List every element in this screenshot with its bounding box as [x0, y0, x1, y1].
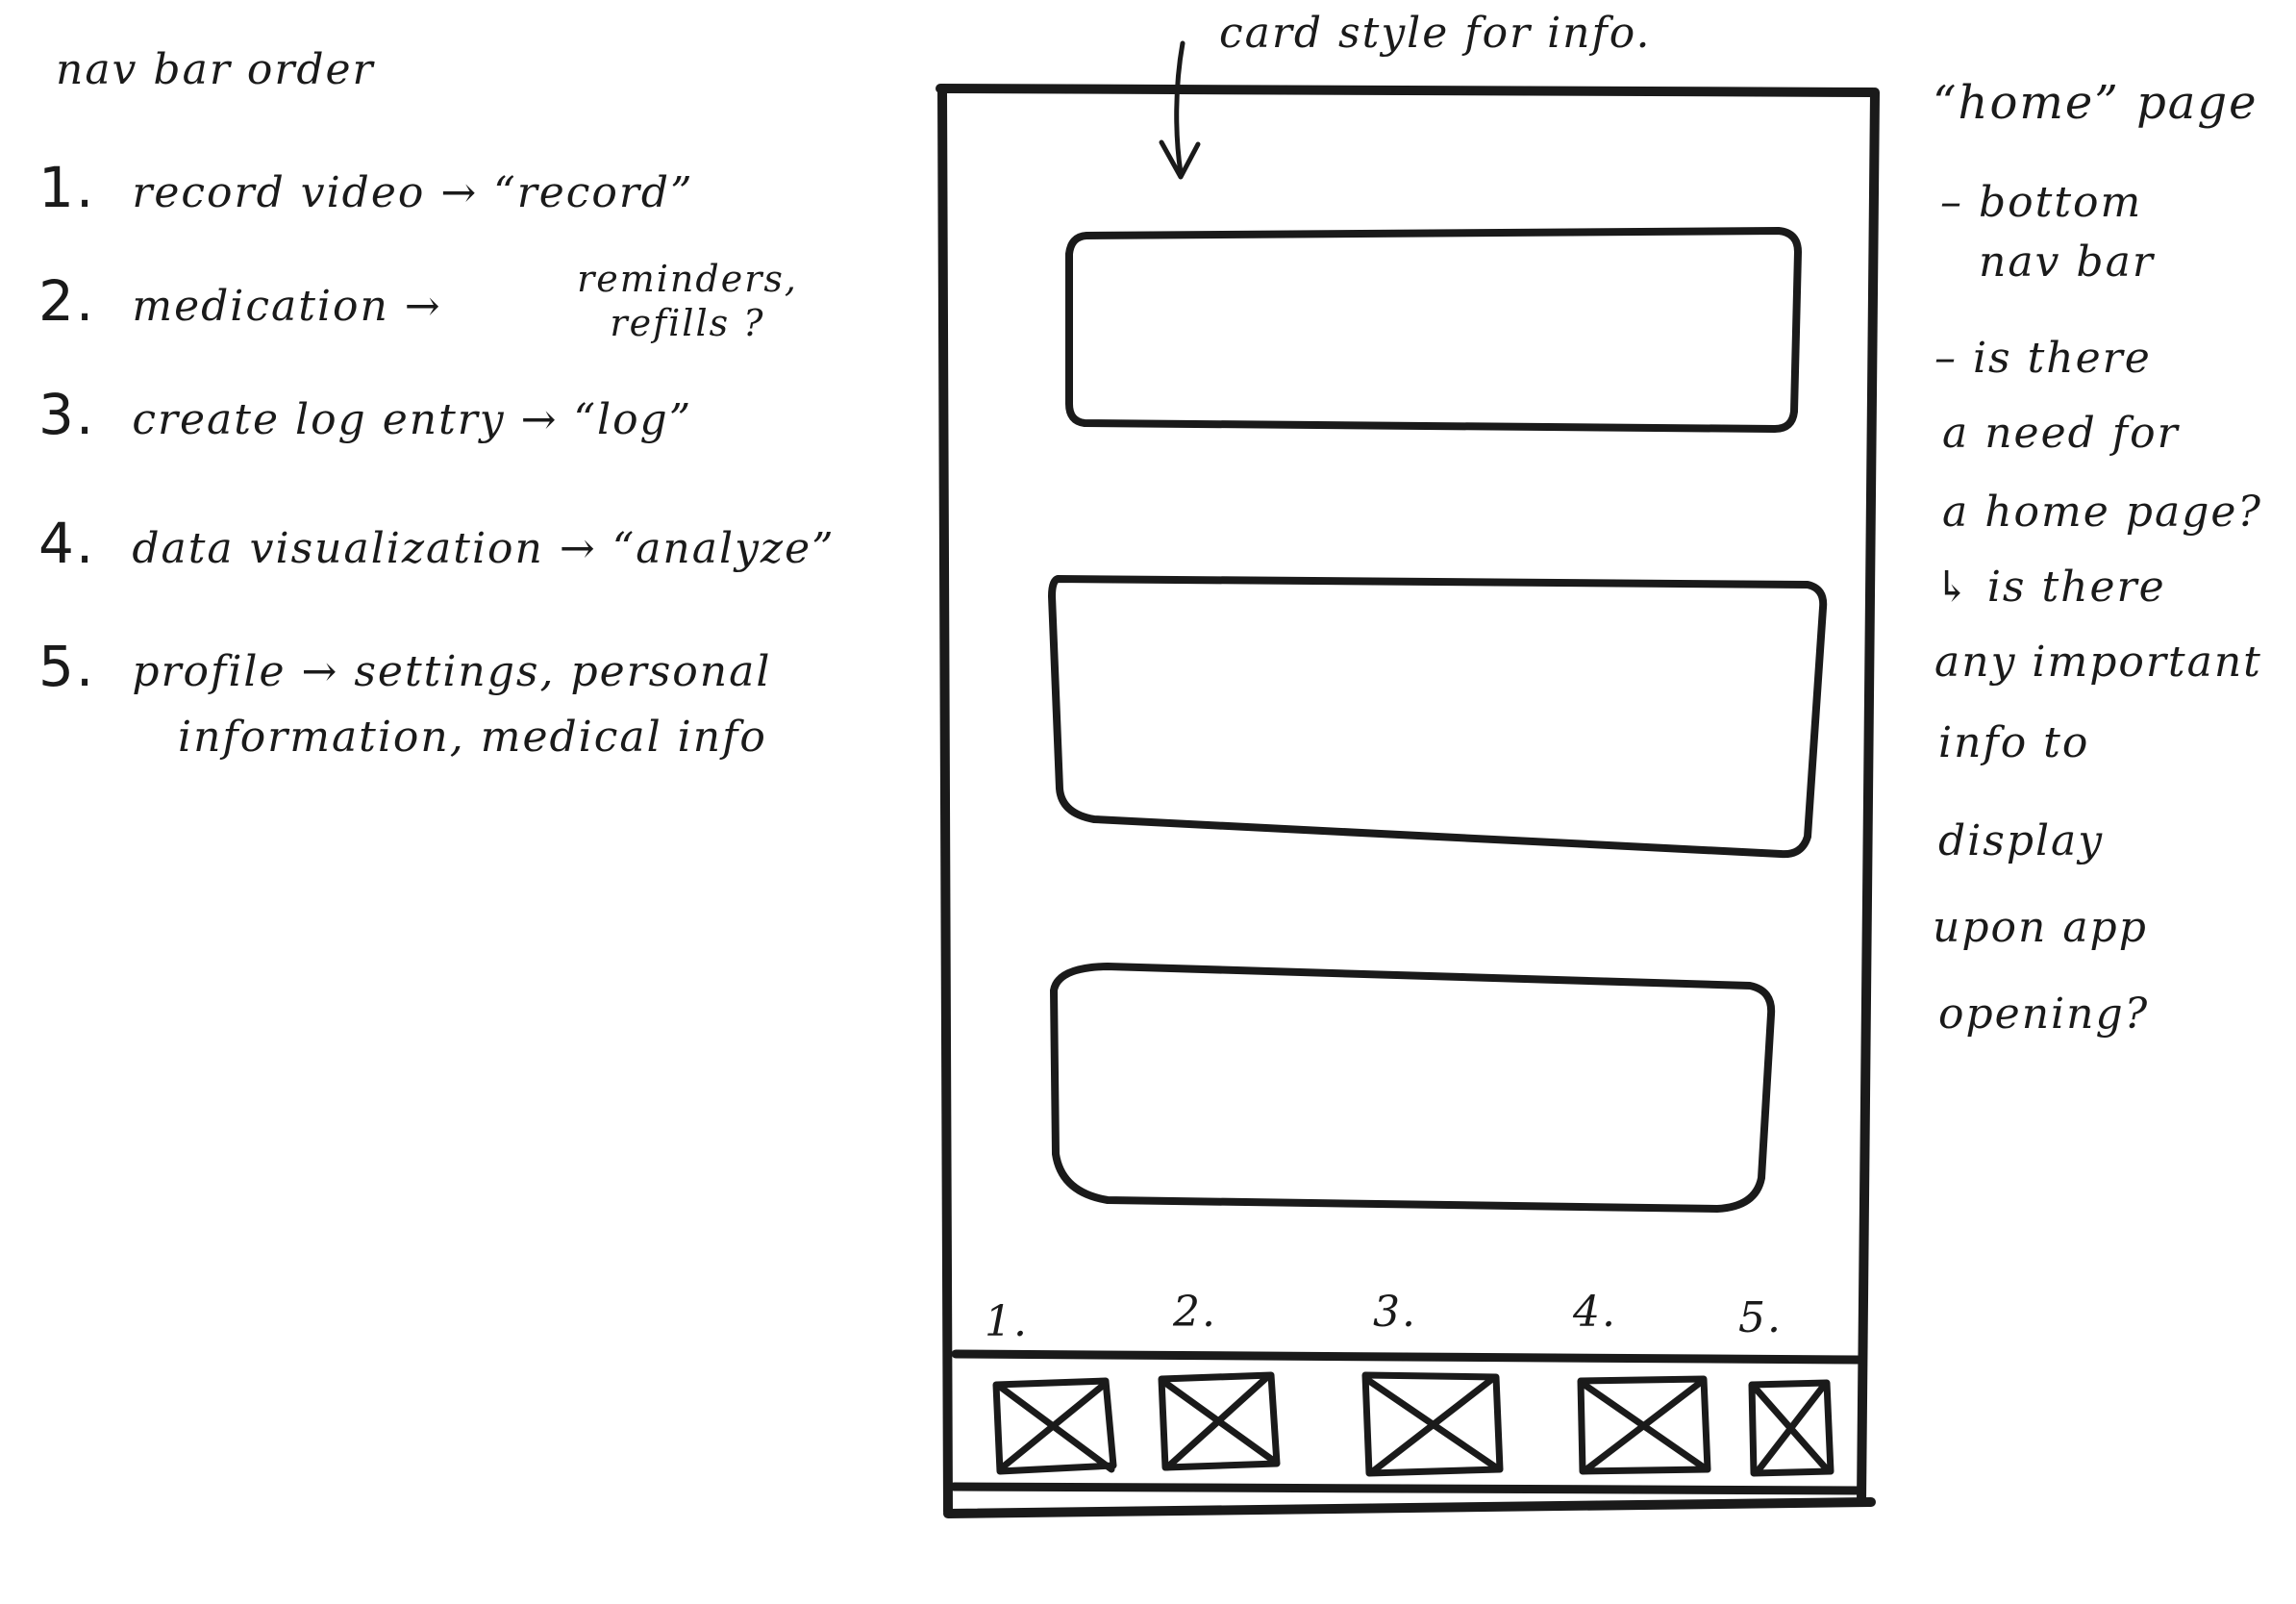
list-number: 5. [38, 634, 96, 699]
list-text: profile → settings, personal [132, 647, 772, 696]
nav-number-4: 4. [1573, 1288, 1617, 1337]
list-item-2: 2. medication → [38, 269, 442, 334]
list-number: 4. [38, 511, 96, 576]
list-text: record video → “record” [132, 168, 694, 217]
nav-bar-order-heading: nav bar order [56, 45, 375, 94]
right-note-line-2: nav bar [1979, 238, 2155, 287]
nav-icon-2-placeholder-x-icon[interactable] [1158, 1371, 1281, 1471]
right-note-line-11: opening? [1938, 990, 2150, 1039]
right-note-line-10: upon app [1933, 903, 2148, 952]
bottom-nav-bar [949, 1349, 1866, 1495]
list-item-5: 5. profile → settings, personal [38, 635, 771, 699]
nav-number-3: 3. [1373, 1288, 1417, 1337]
info-card-2 [1048, 575, 1828, 859]
list-number: 2. [38, 268, 96, 334]
info-card-1 [1065, 227, 1802, 433]
annotation-arrow [1159, 40, 1201, 180]
nav-number-5: 5. [1738, 1293, 1783, 1342]
right-note-line-1: – bottom [1940, 178, 2143, 227]
phone-frame [936, 84, 1880, 1518]
list-item-1: 1. record video → “record” [38, 156, 694, 220]
right-note-line-3: – is there [1934, 334, 2152, 383]
right-note-line-7: any important [1934, 638, 2262, 687]
right-note-line-9: display [1938, 816, 2105, 865]
right-note-line-5: a home page? [1942, 488, 2262, 537]
list-text: medication → [132, 282, 442, 331]
right-note-line-4: a need for [1942, 409, 2180, 458]
nav-icon-5-placeholder-x-icon[interactable] [1748, 1379, 1834, 1477]
list-text: data visualization → “analyze” [132, 524, 836, 573]
list-item-2-aside: reminders, refills ? [577, 258, 798, 344]
list-item-5-line2: information, medical info [178, 713, 767, 762]
right-note-line-8: info to [1938, 718, 2090, 767]
right-note-line-6: ↳ is there [1934, 563, 2166, 612]
list-item-3: 3. create log entry → “log” [38, 383, 692, 447]
nav-icon-3-placeholder-x-icon[interactable] [1361, 1371, 1504, 1477]
nav-icon-1-placeholder-x-icon[interactable] [992, 1377, 1117, 1475]
nav-icon-4-placeholder-x-icon[interactable] [1577, 1375, 1711, 1475]
nav-number-1: 1. [985, 1297, 1029, 1346]
nav-number-2: 2. [1173, 1288, 1217, 1337]
list-number: 3. [38, 382, 96, 447]
list-number: 1. [38, 155, 96, 220]
info-card-3 [1050, 963, 1776, 1213]
list-item-4: 4. data visualization → “analyze” [38, 512, 836, 576]
list-text: create log entry → “log” [132, 395, 693, 444]
home-page-title: “home” page [1933, 76, 2259, 130]
card-style-annotation: card style for info. [1219, 9, 1652, 58]
